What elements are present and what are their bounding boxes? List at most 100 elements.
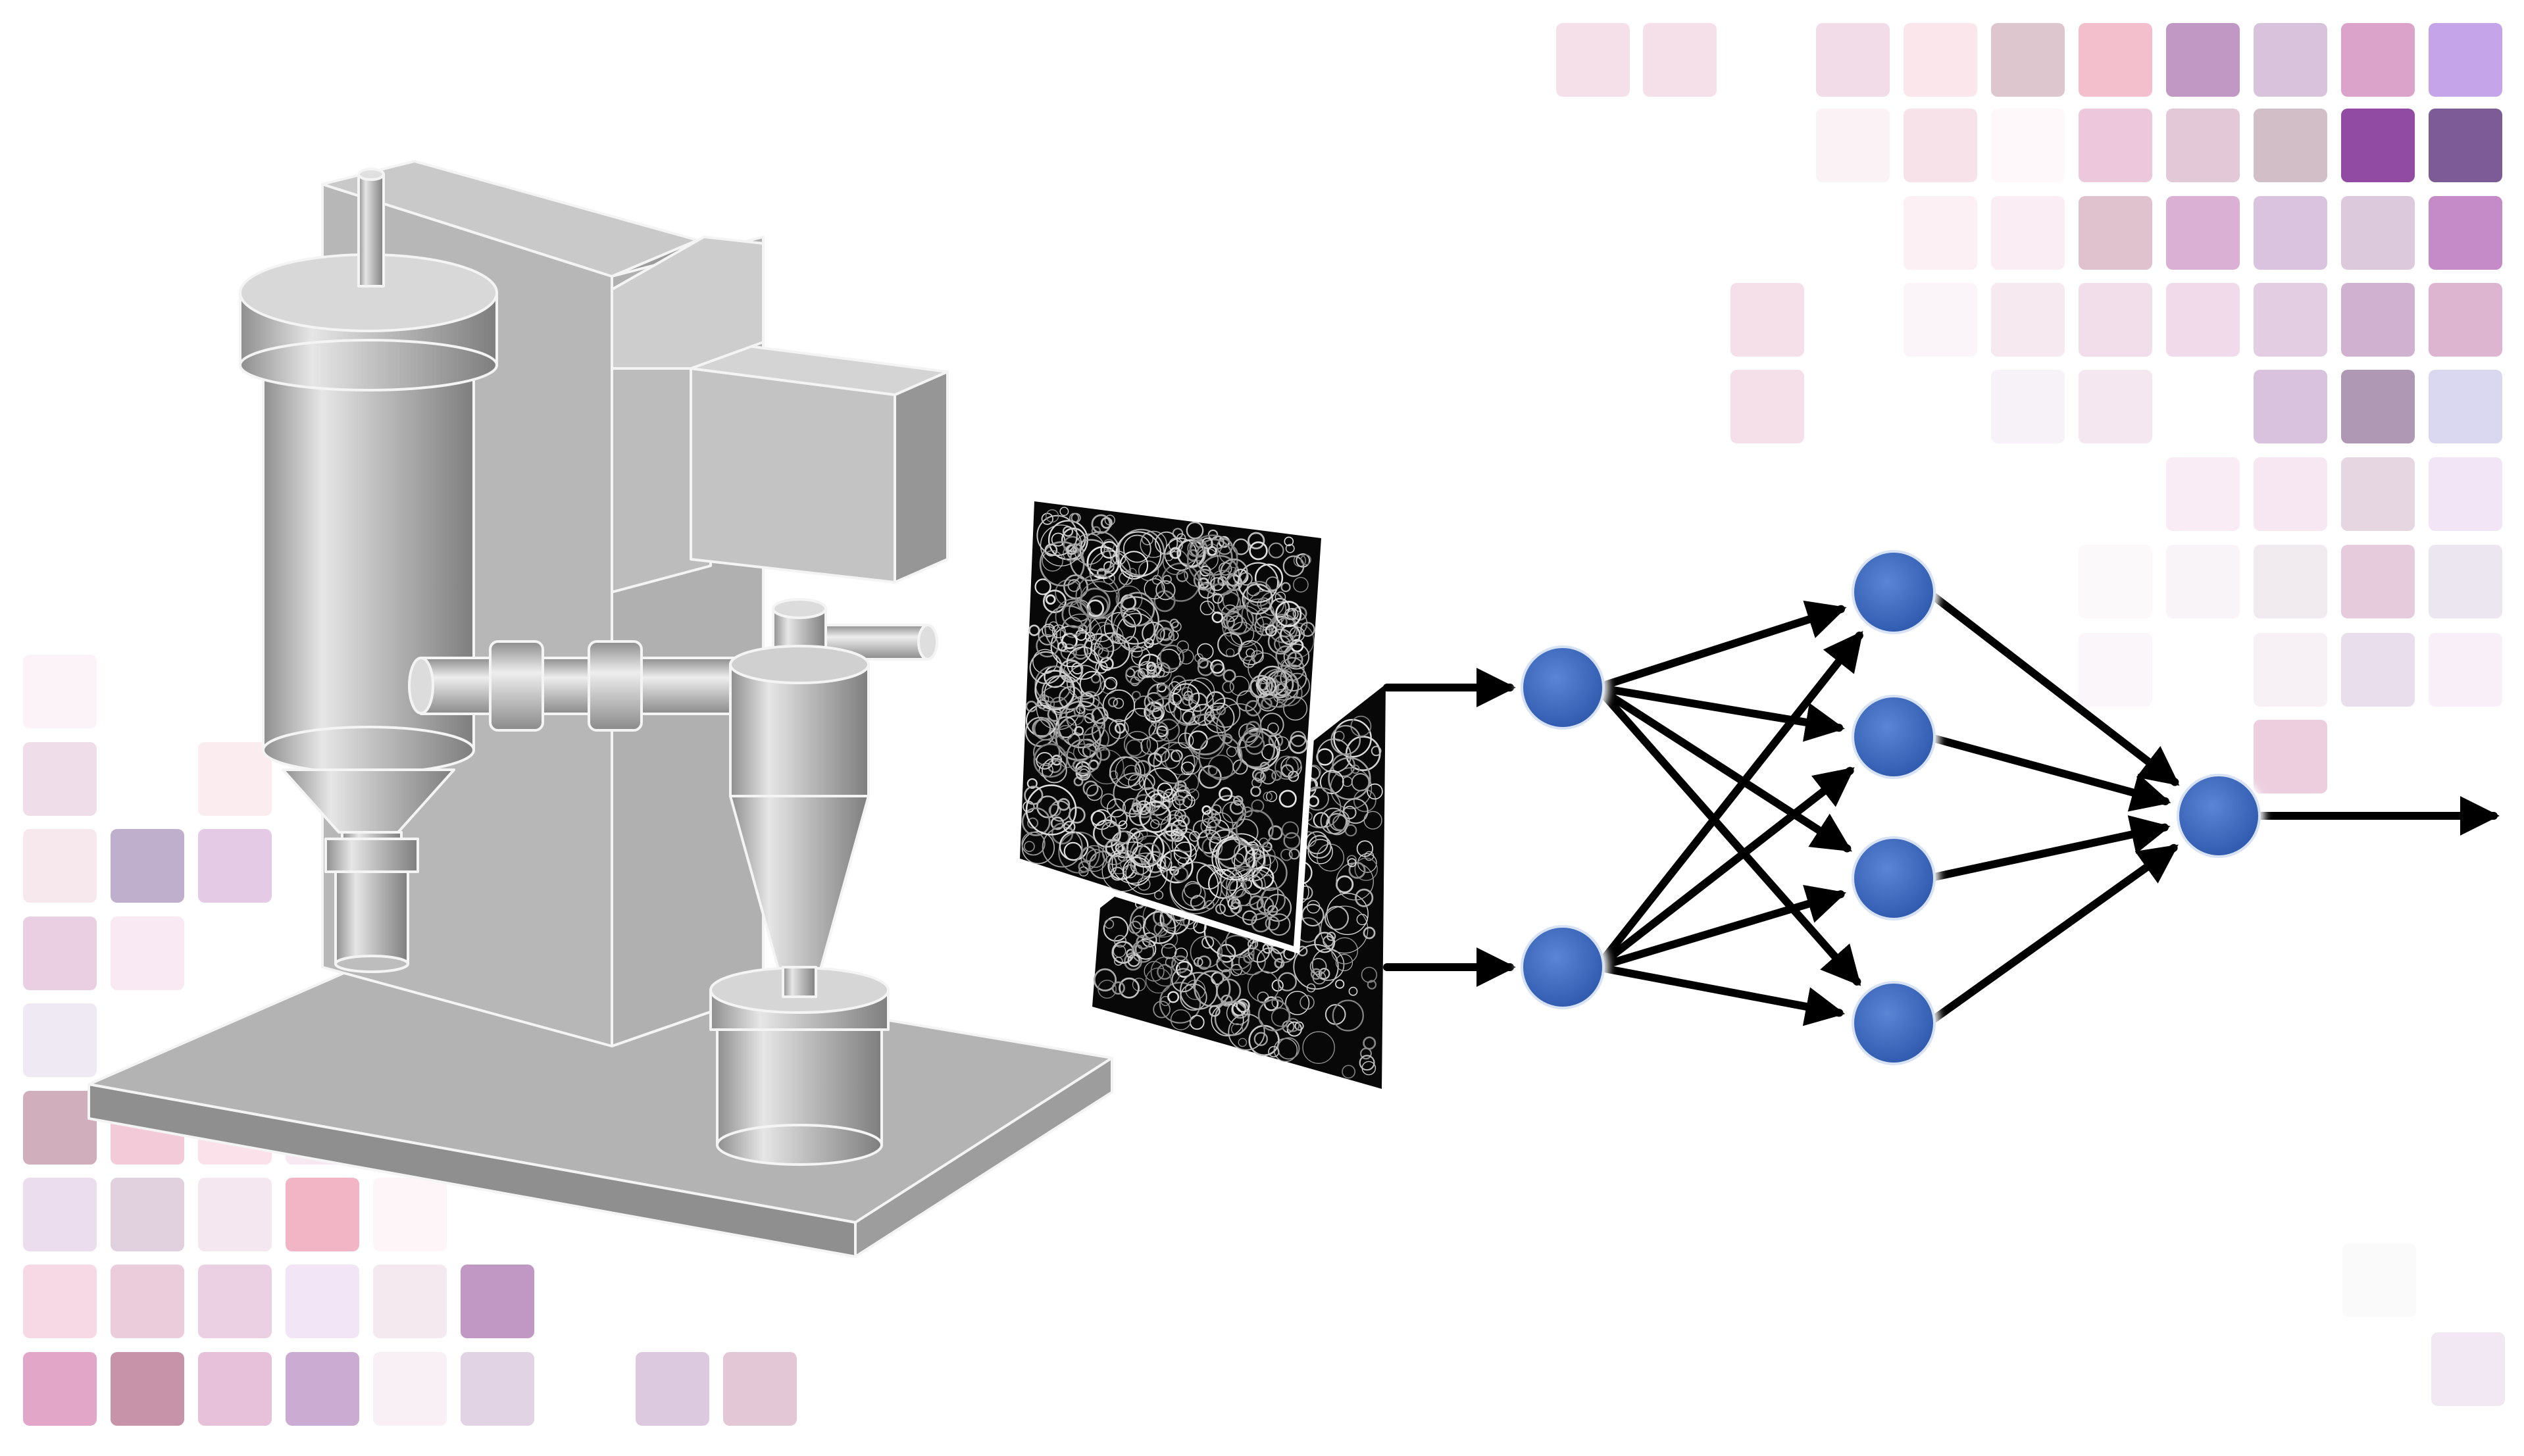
swatch-tile [2254,633,2327,707]
particle-outline [1265,576,1280,591]
particle-outline [1109,756,1142,789]
cyclone-jar [716,1012,883,1146]
particle-outline [1073,743,1091,761]
network-edge [1593,885,1847,971]
swatch-tile [111,916,184,990]
swatch-tile [23,1178,97,1251]
particle-outline [1187,540,1205,557]
particle-outline [1084,713,1095,724]
particle-outline [1155,580,1176,601]
network-edge [1593,630,1863,971]
particle-outline [1048,621,1059,632]
particle-outline [1073,533,1105,565]
swatch-tile [2254,196,2327,270]
particle-outline [1125,852,1168,895]
particle-outline [1200,818,1217,835]
particle-outline [1051,624,1066,638]
particle-outline [1257,665,1288,696]
particle-outline [1328,757,1371,801]
particle-outline [1026,778,1038,789]
particle-outline [1169,547,1182,559]
hidden-node-3 [1852,836,1936,920]
particle-outline [1111,981,1125,995]
output-node-1 [2177,774,2261,858]
particle-outline [1032,718,1051,738]
particle-outline [1171,621,1182,632]
particle-outline [1247,532,1265,550]
particle-outline [1115,531,1162,578]
swatch-tile [2341,457,2415,531]
particle-outline [1172,683,1200,711]
particle-outline [1138,842,1161,865]
particle-outline [1267,722,1279,734]
particle-outline [1232,759,1248,775]
particle-outline [1242,583,1273,615]
particle-outline [1268,913,1291,936]
particle-outline [1082,743,1097,758]
network-edge [1924,843,2179,1027]
swatch-tile [23,829,97,903]
particle-outline [1323,936,1334,947]
particle-outline [1123,730,1151,759]
particle-outline [1260,887,1286,913]
particle-outline [1260,768,1276,785]
particle-outline [1024,786,1044,805]
particle-outline [1273,689,1288,703]
particle-outline [1283,832,1301,849]
housing-side [894,370,949,584]
particle-outline [1107,798,1126,818]
particle-outline [1115,585,1143,613]
particle-outline [1266,791,1278,803]
particle-outline [1171,790,1193,811]
housing-cap [611,236,765,370]
particle-outline [1104,918,1115,929]
particle-outline [1153,666,1165,678]
particle-outline [1275,645,1297,667]
micrograph-front-particles [1021,507,1315,936]
particle-outline [1284,608,1296,620]
particle-outline [1119,570,1133,586]
network-edge [1924,815,2171,882]
particle-outline [1139,801,1171,834]
particle-outline [1067,579,1081,592]
particle-outline [1076,705,1086,714]
particle-outline [1167,810,1184,826]
particle-outline [1051,822,1074,845]
particle-outline [1293,943,1339,990]
particle-outline [1257,597,1271,611]
particle-outline [1294,1021,1304,1031]
swatch-tile [198,1352,272,1426]
particle-outline [1029,651,1063,685]
particle-outline [1126,949,1136,959]
network-edge [1593,684,1861,986]
particle-outline [1259,623,1273,636]
chamber-collector-jar [334,870,409,965]
particle-outline [1283,696,1308,721]
particle-outline [1104,676,1118,690]
particle-outline [1326,813,1348,836]
particle-outline [1251,778,1262,788]
particle-outline [1314,932,1336,953]
network-edge [1593,684,1846,742]
chamber-collector-ring [324,838,419,873]
particle-outline [1180,983,1207,1011]
particle-outline [1309,958,1327,975]
particle-outline [1355,888,1374,907]
particle-outline [1255,846,1276,866]
particle-outline [1151,830,1192,871]
cyclone-body-top [729,645,870,684]
particle-outline [1024,841,1035,852]
particle-outline [1247,868,1258,879]
particle-outline [1251,799,1265,813]
network-edges [1383,588,2500,1027]
particle-outline [1271,770,1282,781]
swatch-tile [23,1265,97,1338]
particle-outline [1034,717,1057,741]
swatch-tile [2254,720,2327,793]
particle-outline [1209,1005,1221,1017]
particle-outline [1197,955,1212,970]
particle-outline [1190,895,1206,911]
particle-outline [1046,509,1059,523]
particle-outline [1178,732,1194,749]
particle-outline [1154,890,1164,900]
